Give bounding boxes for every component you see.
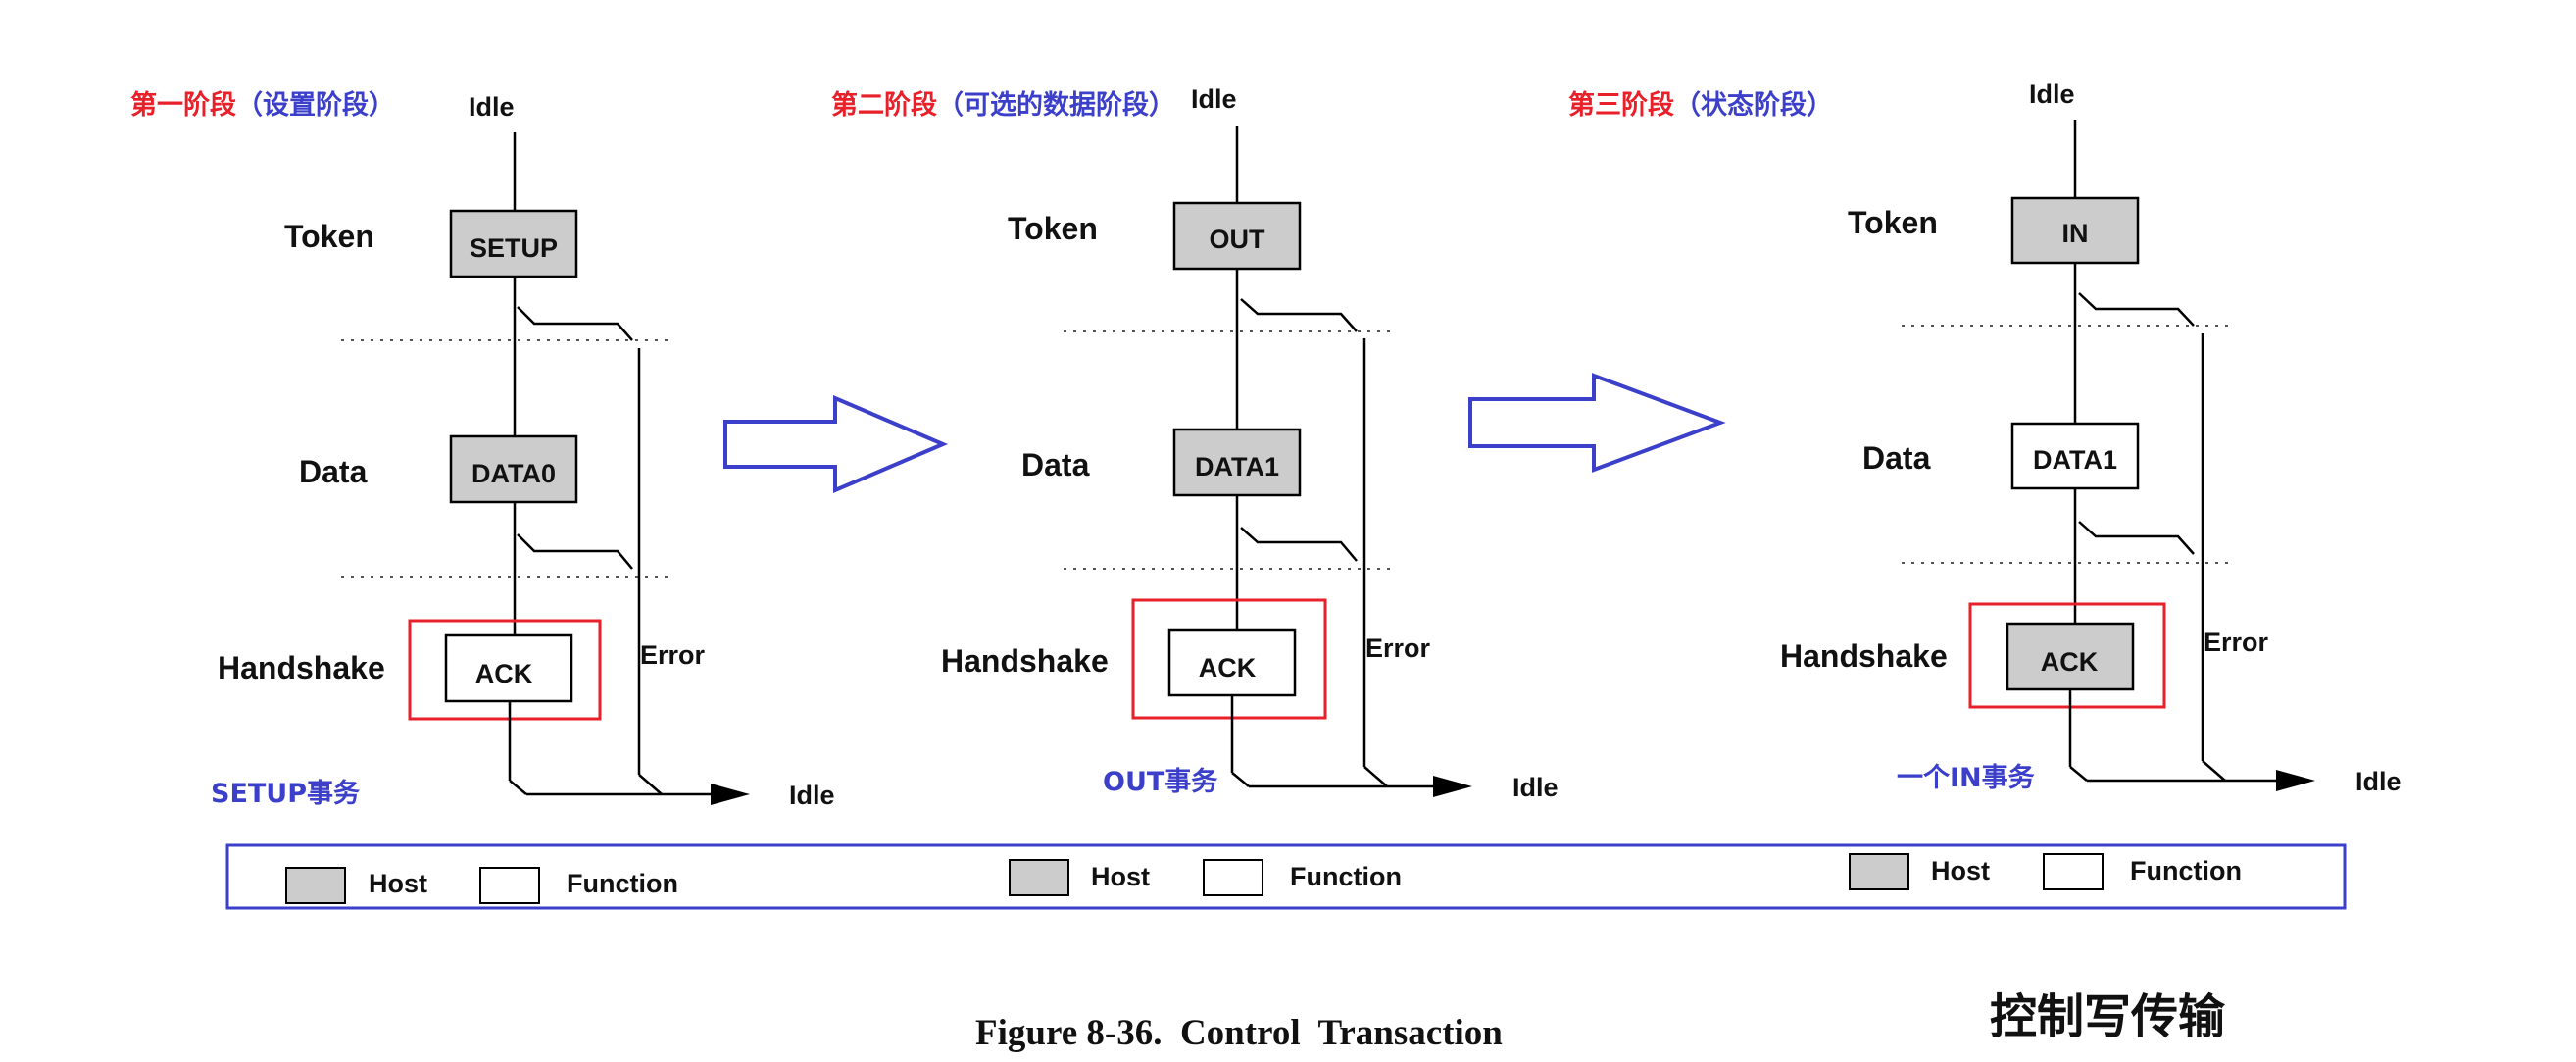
legend-function-label: Function bbox=[567, 869, 678, 898]
error-label: Error bbox=[640, 640, 706, 670]
error-line bbox=[2202, 760, 2226, 782]
packet-token bbox=[449, 209, 578, 278]
idle-arrowhead-icon bbox=[711, 784, 750, 805]
row-label-data: Data bbox=[299, 454, 368, 489]
flow-line bbox=[1231, 772, 1250, 787]
legend-function-label: Function bbox=[1290, 862, 1402, 891]
flow-line bbox=[2069, 766, 2088, 782]
stage-1: 第一阶段（设置阶段） Idle Token SETUP Data DATA0 E… bbox=[130, 89, 835, 810]
row-label-handshake: Handshake bbox=[218, 650, 385, 685]
idle-top-label: Idle bbox=[1191, 84, 1237, 114]
idle-top-label: Idle bbox=[469, 92, 515, 122]
idle-end-label: Idle bbox=[789, 781, 835, 810]
legend-host-swatch bbox=[1009, 859, 1069, 896]
error-line bbox=[1363, 766, 1388, 787]
handshake-highlight bbox=[1968, 602, 2166, 709]
packet-data bbox=[1172, 428, 1302, 497]
legend-host-swatch bbox=[1849, 853, 1909, 890]
transaction-label: 一个IN事务 bbox=[1897, 763, 2035, 793]
legend-host-label: Host bbox=[369, 869, 427, 898]
stage-2: 第二阶段（可选的数据阶段） Idle Token OUT Data DATA1 … bbox=[831, 84, 1559, 802]
row-label-token: Token bbox=[1008, 211, 1098, 246]
legend-host-swatch bbox=[285, 867, 346, 904]
packet-handshake bbox=[1167, 628, 1297, 697]
legend-function-swatch bbox=[2043, 853, 2104, 890]
stage-title-main: 第一阶段 bbox=[130, 89, 236, 121]
figure-caption: Figure 8-36. Control Transaction bbox=[975, 1013, 1503, 1053]
error-branch bbox=[517, 306, 633, 341]
packet-handshake-label: ACK bbox=[475, 659, 533, 688]
error-branch bbox=[1240, 298, 1358, 332]
legend: Host Function Host Function Host Functio… bbox=[225, 843, 2347, 910]
transaction-label: SETUP事务 bbox=[211, 779, 360, 809]
legend-host-label: Host bbox=[1091, 862, 1150, 891]
handshake-highlight bbox=[408, 619, 602, 721]
legend-function-swatch bbox=[479, 867, 540, 904]
error-branch bbox=[2078, 521, 2195, 555]
row-label-data: Data bbox=[1021, 447, 1090, 482]
packet-token-label: IN bbox=[2062, 219, 2089, 248]
idle-top-label: Idle bbox=[2029, 79, 2075, 109]
idle-arrowhead-icon bbox=[1433, 776, 1472, 797]
error-branch bbox=[2078, 292, 2195, 327]
legend-frame bbox=[225, 843, 2347, 910]
packet-data bbox=[449, 434, 578, 504]
legend-host-label: Host bbox=[1931, 856, 1990, 885]
packet-data-label: DATA0 bbox=[471, 459, 556, 488]
row-label-token: Token bbox=[284, 219, 374, 254]
idle-arrowhead-icon bbox=[2276, 770, 2315, 791]
packet-data-label: DATA1 bbox=[2033, 445, 2117, 475]
packet-token bbox=[1172, 201, 1302, 271]
packet-handshake-label: ACK bbox=[2041, 647, 2099, 677]
idle-end-label: Idle bbox=[2355, 767, 2402, 796]
stage-title-paren: （状态阶段） bbox=[1674, 90, 1833, 121]
chinese-caption: 控制写传输 bbox=[1990, 989, 2226, 1044]
right-block-arrow-icon bbox=[1468, 373, 1726, 473]
stage-title-paren: （设置阶段） bbox=[236, 90, 395, 121]
stage-title: 第一阶段（设置阶段） bbox=[130, 89, 395, 121]
row-label-data: Data bbox=[1862, 440, 1931, 476]
stage-title-main: 第二阶段 bbox=[831, 89, 937, 121]
stage-title: 第三阶段（状态阶段） bbox=[1568, 89, 1833, 121]
row-label-handshake: Handshake bbox=[1780, 638, 1948, 674]
error-label: Error bbox=[1365, 633, 1431, 663]
packet-handshake-label: ACK bbox=[1199, 653, 1257, 683]
handshake-highlight bbox=[1131, 598, 1327, 720]
packet-data bbox=[2010, 422, 2140, 490]
error-line bbox=[638, 774, 663, 795]
flow-line bbox=[509, 780, 527, 795]
packet-token-label: SETUP bbox=[470, 233, 558, 263]
row-label-handshake: Handshake bbox=[941, 643, 1109, 679]
error-label: Error bbox=[2204, 628, 2269, 657]
error-branch bbox=[517, 533, 633, 570]
stage-title: 第二阶段（可选的数据阶段） bbox=[831, 89, 1175, 121]
packet-token-label: OUT bbox=[1210, 225, 1266, 254]
legend-function-label: Function bbox=[2130, 856, 2242, 885]
right-block-arrow-icon bbox=[723, 394, 949, 494]
packet-token bbox=[2010, 196, 2140, 265]
legend-function-swatch bbox=[1203, 859, 1263, 896]
stage-3: 第三阶段（状态阶段） Idle Token IN Data DATA1 Erro… bbox=[1568, 79, 2402, 796]
error-branch bbox=[1240, 527, 1358, 562]
packet-handshake bbox=[444, 633, 573, 703]
stage-title-paren: （可选的数据阶段） bbox=[937, 89, 1175, 121]
idle-end-label: Idle bbox=[1512, 773, 1559, 802]
transaction-label: OUT事务 bbox=[1103, 767, 1217, 797]
row-label-token: Token bbox=[1848, 205, 1938, 240]
stage-title-main: 第三阶段 bbox=[1568, 89, 1674, 121]
packet-data-label: DATA1 bbox=[1195, 452, 1279, 481]
